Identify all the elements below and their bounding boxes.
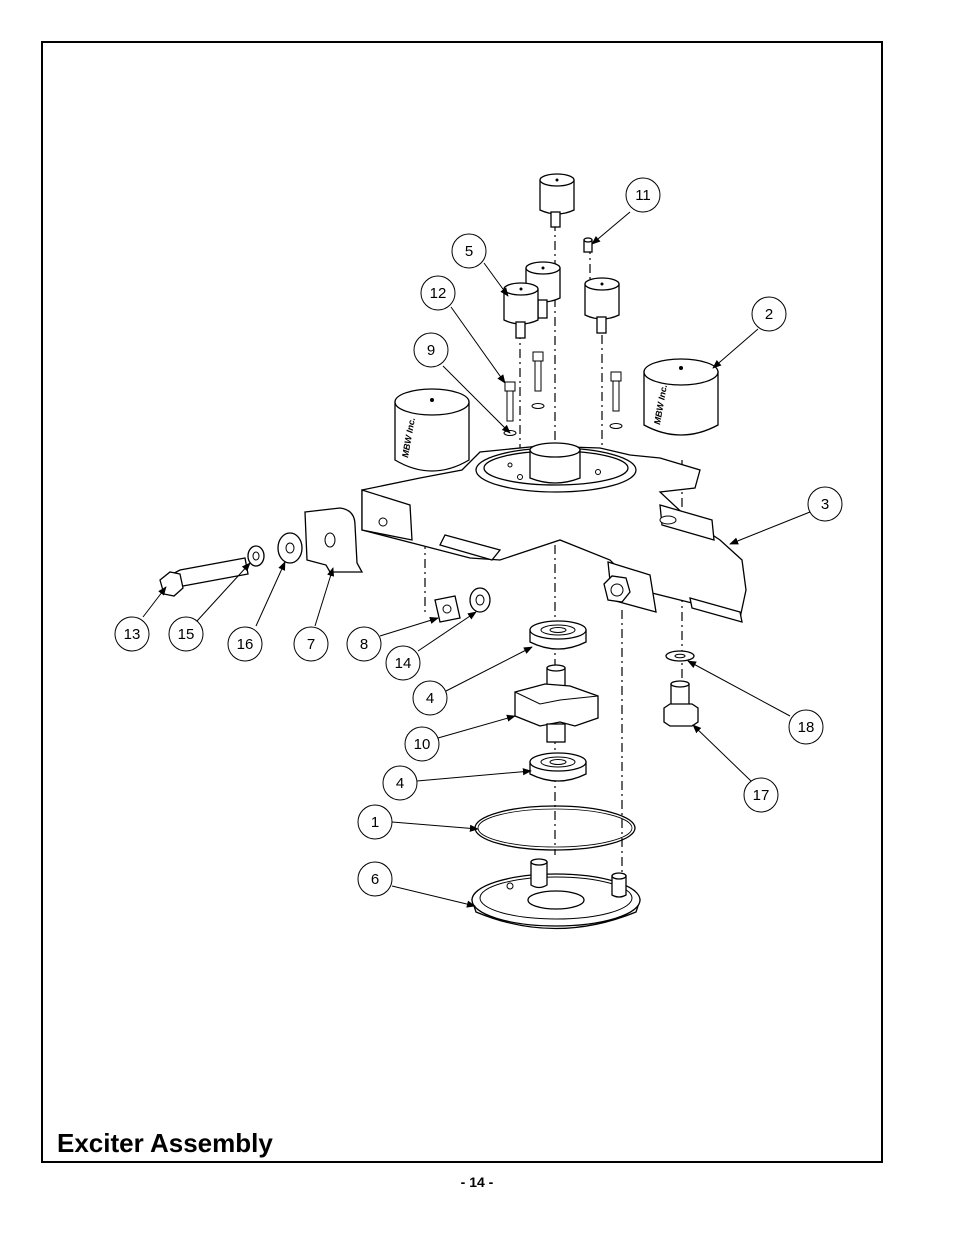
callout-15: 15 [168,616,204,652]
svg-text:4: 4 [396,775,404,792]
svg-text:11: 11 [635,187,651,204]
callout-17: 17 [743,777,779,813]
pivot-bolt [603,575,631,603]
page-number: - 14 - [460,1174,494,1190]
large-isolator-left: MBW Inc. [394,388,470,472]
callout-4-lower: 4 [382,765,418,801]
svg-text:15: 15 [178,626,195,643]
nut-and-washer [434,587,491,623]
callout-13: 13 [114,616,150,652]
callout-8: 8 [346,626,382,662]
svg-text:17: 17 [753,787,770,804]
callout-18: 18 [788,709,824,745]
callout-9: 9 [413,332,449,368]
svg-text:16: 16 [237,636,254,653]
side-bolt-assembly [159,507,364,597]
callout-14: 14 [385,645,421,681]
svg-text:18: 18 [798,719,815,736]
callout-1: 1 [357,804,393,840]
callout-7: 7 [293,626,329,662]
isolator-mount-right [584,277,620,334]
spacer-assembly [663,650,699,727]
svg-text:6: 6 [371,871,379,888]
large-isolator-right: MBW Inc. [643,358,719,436]
cap-screws [503,351,623,436]
callouts: 11 5 12 2 9 3 13 15 [114,177,843,897]
svg-text:14: 14 [395,655,412,672]
upper-bearing [529,620,587,650]
callout-4-upper: 4 [412,680,448,716]
callout-2: 2 [751,296,787,332]
leader-lines [142,211,811,908]
page-frame [41,41,883,1163]
set-screw [583,237,593,253]
callout-6: 6 [357,861,393,897]
lower-bearing [529,752,587,782]
exciter-housing [361,442,747,623]
callout-11: 11 [625,177,661,213]
callout-5: 5 [451,233,487,269]
eccentric-weight [514,664,599,743]
top-isolator-mount [539,173,575,228]
callout-10: 10 [404,726,440,762]
svg-text:3: 3 [821,496,829,513]
svg-text:2: 2 [765,306,773,323]
callout-16: 16 [227,626,263,662]
callout-3: 3 [807,486,843,522]
callout-12: 12 [420,275,456,311]
svg-text:12: 12 [430,285,447,302]
svg-text:9: 9 [427,342,435,359]
svg-text:8: 8 [360,636,368,653]
svg-text:5: 5 [465,243,473,260]
svg-text:13: 13 [124,626,141,643]
bottom-cover [471,858,641,930]
svg-text:7: 7 [307,636,315,653]
isolator-mount-left [503,282,539,339]
svg-text:4: 4 [426,690,434,707]
svg-text:1: 1 [371,814,379,831]
svg-text:10: 10 [414,736,431,753]
page-title: Exciter Assembly [57,1128,273,1158]
